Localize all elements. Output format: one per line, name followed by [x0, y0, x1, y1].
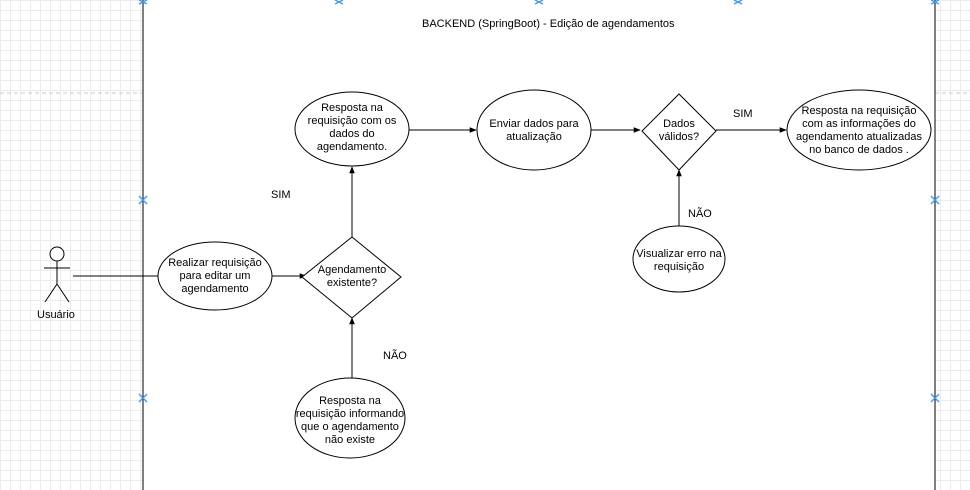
actor-icon[interactable]: [44, 246, 70, 303]
node-resposta-atualizadas[interactable]: [786, 89, 932, 171]
node-realizar-requisicao-label: Realizar requisição para editar um agend…: [168, 256, 262, 295]
node-dados-validos[interactable]: [641, 93, 717, 171]
backend-container[interactable]: [142, 0, 936, 490]
selection-handles[interactable]: [138, 0, 940, 403]
node-enviar-dados-label: Enviar dados para atualização: [489, 118, 579, 143]
handle-icon[interactable]: [930, 393, 940, 403]
node-visualizar-erro[interactable]: [632, 225, 726, 293]
handle-icon[interactable]: [930, 195, 940, 205]
node-resposta-atualizadas-label: Resposta na requisição com as informaçõe…: [796, 105, 922, 156]
node-resposta-nao-existe-label: Resposta na requisição informando que o …: [295, 395, 405, 446]
edges: [73, 127, 787, 378]
node-visualizar-erro-label: Visualizar erro na requisição: [636, 248, 722, 273]
node-agendamento-existente-label: Agendamento existente?: [317, 264, 387, 289]
edge-label-sim: SIM: [271, 189, 291, 201]
diagram-title: BACKEND (SpringBoot) - Edição de agendam…: [422, 18, 675, 30]
node-resposta-dados[interactable]: [294, 91, 410, 167]
node-realizar-requisicao[interactable]: [157, 241, 273, 311]
handle-icon[interactable]: [138, 0, 148, 5]
handle-icon[interactable]: [534, 0, 544, 5]
node-resposta-nao-existe[interactable]: [294, 377, 406, 459]
edge-label-nao: NÃO: [688, 208, 712, 220]
node-resposta-dados-label: Resposta na requisição com os dados do a…: [307, 102, 397, 153]
edge-label-sim: SIM: [733, 108, 753, 120]
actor-label: Usuário: [37, 309, 75, 321]
handle-icon[interactable]: [138, 195, 148, 205]
edge-label-nao: NÃO: [383, 350, 407, 362]
handle-icon[interactable]: [334, 0, 344, 5]
handle-icon[interactable]: [930, 0, 940, 5]
node-agendamento-existente[interactable]: [301, 236, 402, 319]
handle-icon[interactable]: [733, 0, 743, 5]
handle-icon[interactable]: [138, 393, 148, 403]
node-dados-validos-label: Dados válidos?: [658, 118, 700, 143]
node-enviar-dados[interactable]: [476, 89, 592, 171]
